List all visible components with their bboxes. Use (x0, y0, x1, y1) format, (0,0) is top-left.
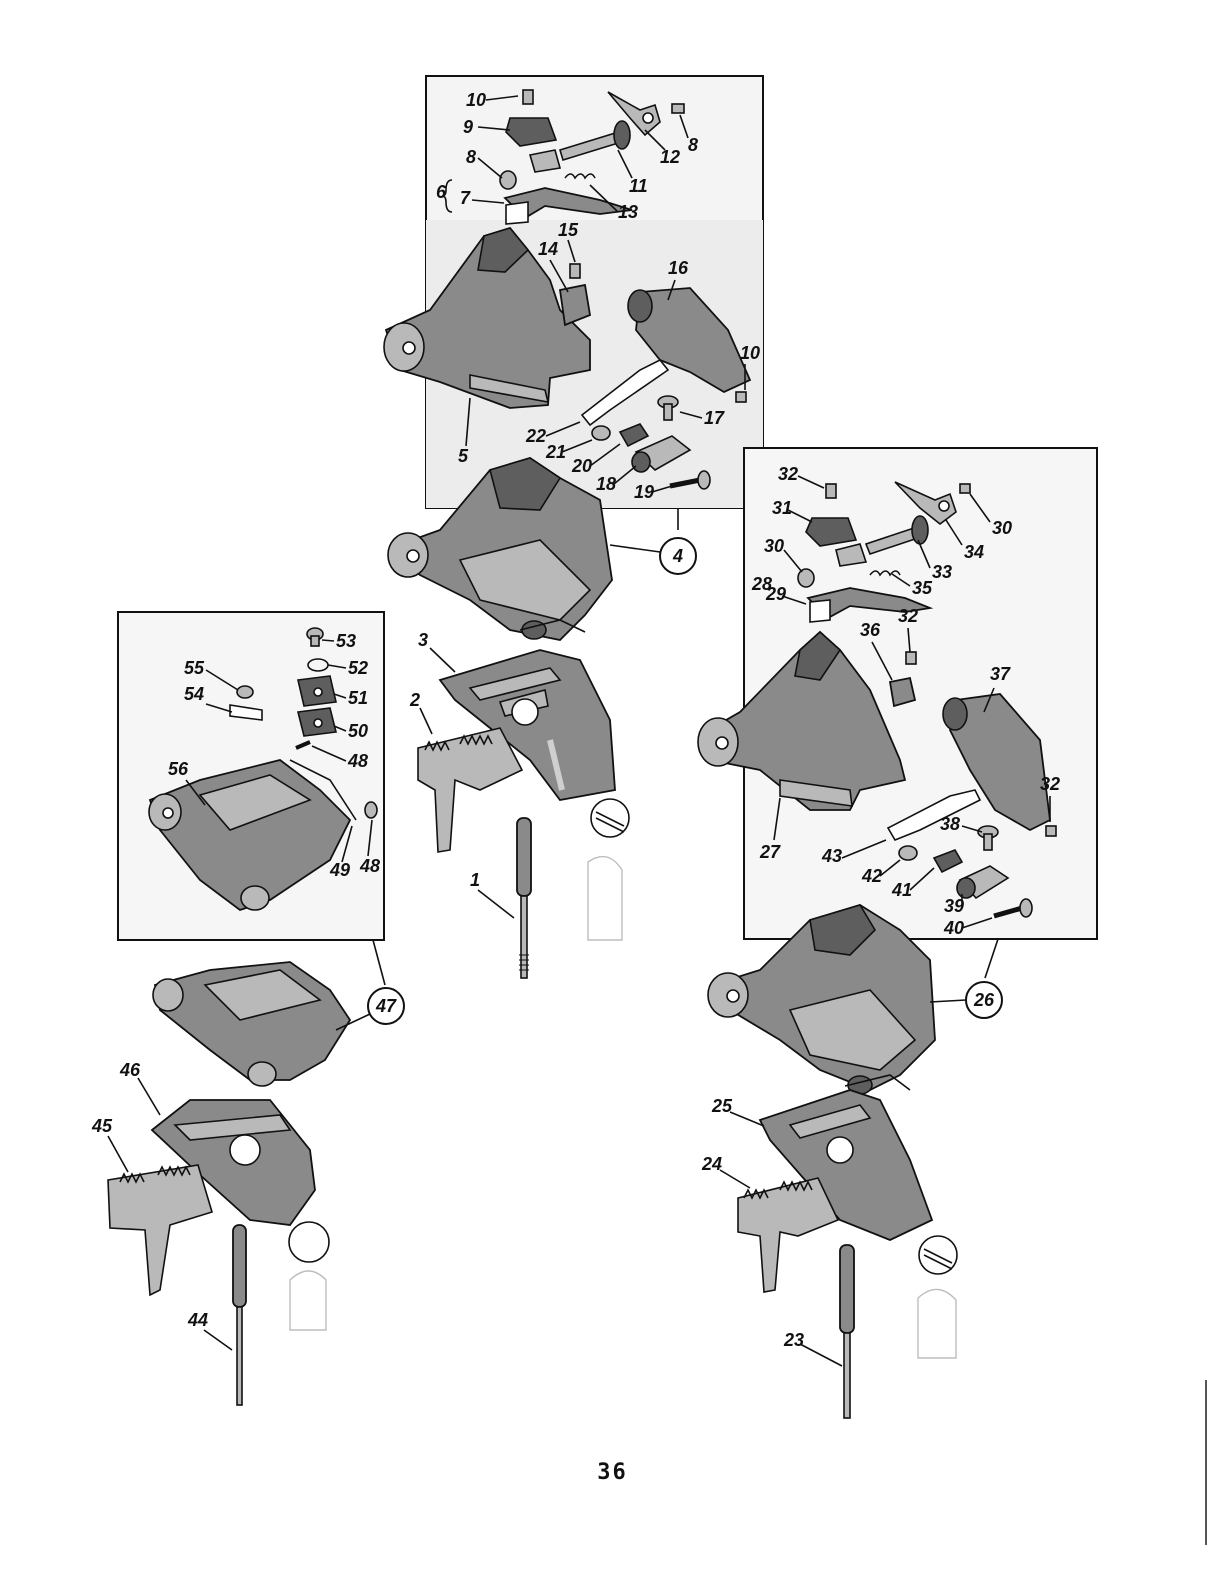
callout: 16 (668, 258, 689, 278)
callout: 38 (940, 814, 960, 834)
callout: 32 (1040, 774, 1060, 794)
callout: 14 (538, 239, 558, 259)
callout: 42 (861, 866, 882, 886)
callout: 2 (409, 690, 420, 710)
callout: 24 (701, 1154, 722, 1174)
callout: 7 (460, 188, 471, 208)
callout: 30 (764, 536, 784, 556)
callout: 9 (463, 117, 473, 137)
right-parts (738, 1090, 957, 1418)
callout: 35 (912, 578, 933, 598)
callout: 29 (765, 584, 786, 604)
callout: 46 (119, 1060, 141, 1080)
callout: 18 (596, 474, 616, 494)
callout: 49 (329, 860, 350, 880)
callout: 43 (821, 846, 842, 866)
assembly-47 (153, 962, 350, 1086)
callout: 13 (618, 202, 638, 222)
callout: 30 (992, 518, 1012, 538)
callout: 5 (458, 446, 469, 466)
callout: 8 (466, 147, 476, 167)
callout-assembly-26: 26 (930, 939, 1002, 1018)
callout: 15 (558, 220, 579, 240)
callout: 34 (964, 542, 984, 562)
callout: 23 (783, 1330, 804, 1350)
callout: 17 (704, 408, 725, 428)
callout: 20 (571, 456, 592, 476)
callout: 51 (348, 688, 368, 708)
callout: 8 (688, 135, 698, 155)
callout: 52 (348, 658, 368, 678)
callout: 40 (943, 918, 964, 938)
callout: 32 (898, 606, 918, 626)
page-number: 36 (0, 1460, 1225, 1485)
callout: 32 (778, 464, 798, 484)
callout: 19 (634, 482, 654, 502)
callout: 56 (168, 759, 189, 779)
callout-circle: 26 (973, 990, 995, 1010)
callout: 27 (759, 842, 781, 862)
callout: 54 (184, 684, 204, 704)
callout: 22 (525, 426, 546, 446)
callout: 3 (418, 630, 428, 650)
left-parts (108, 1100, 329, 1405)
callout: 50 (348, 721, 368, 741)
callout: 36 (860, 620, 881, 640)
callout: 55 (184, 658, 205, 678)
callout: 12 (660, 147, 680, 167)
callout: 10 (466, 90, 486, 110)
callout: 11 (629, 176, 648, 196)
callout-circle: 47 (375, 996, 397, 1016)
callout-circle: 4 (672, 546, 683, 566)
assembly-26 (708, 905, 935, 1094)
callout: 25 (711, 1096, 733, 1116)
callout: 53 (336, 631, 356, 651)
callout: 33 (932, 562, 952, 582)
callout: 48 (359, 856, 380, 876)
callout: 1 (470, 870, 480, 890)
callout: 48 (347, 751, 368, 771)
callout: 10 (740, 343, 760, 363)
callout: 39 (944, 896, 964, 916)
callout: 31 (772, 498, 792, 518)
callout: 45 (91, 1116, 113, 1136)
center-parts (418, 650, 629, 978)
callout-assembly-4: 4 (610, 508, 696, 574)
callout: 41 (891, 880, 912, 900)
callout: 37 (990, 664, 1011, 684)
callout: 44 (187, 1310, 208, 1330)
